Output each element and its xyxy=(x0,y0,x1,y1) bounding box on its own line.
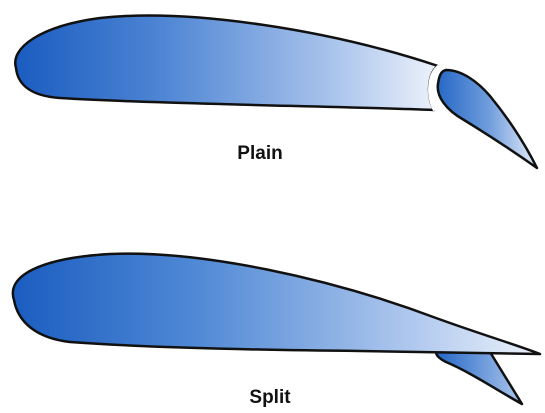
split-label: Split xyxy=(249,387,291,408)
split-flap-figure xyxy=(11,252,542,406)
plain-main-wing xyxy=(14,14,440,112)
plain-flap-gap xyxy=(428,64,443,112)
plain-flap xyxy=(436,68,539,170)
plain-flap-figure xyxy=(14,14,539,170)
split-flap-panel xyxy=(434,350,524,406)
plain-label: Plain xyxy=(237,143,283,164)
split-main-wing xyxy=(11,252,542,356)
